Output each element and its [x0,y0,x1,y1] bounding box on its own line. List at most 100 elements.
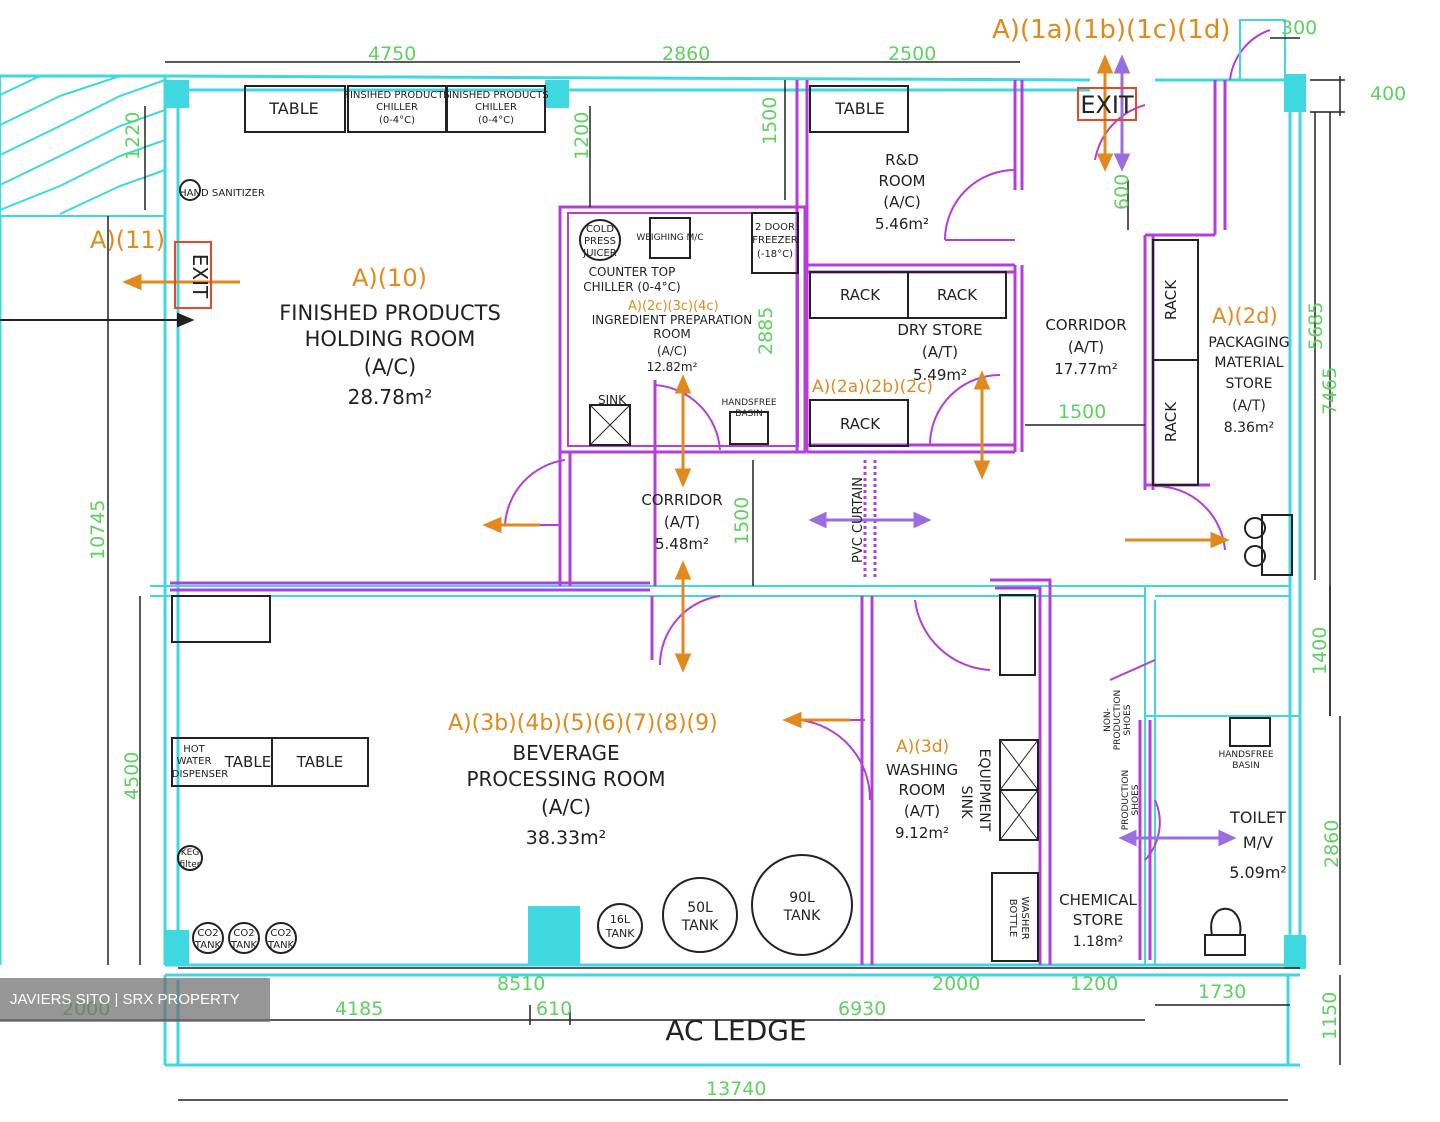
svg-text:(A/T): (A/T) [664,513,700,531]
svg-text:5.09m²: 5.09m² [1229,863,1287,882]
svg-text:TANK: TANK [605,927,636,940]
dimension-labels: 4750 2860 2500 300 400 1220 1200 1500 60… [62,17,1406,1100]
entry-arrow [0,312,195,328]
svg-text:PRESS: PRESS [584,236,616,247]
svg-text:(0-4°C): (0-4°C) [379,115,415,126]
svg-text:(A/T): (A/T) [922,343,958,361]
svg-text:5.49m²: 5.49m² [913,366,967,384]
svg-text:MATERIAL: MATERIAL [1214,355,1283,371]
ac-ledge-label: AC LEDGE [665,1014,806,1047]
arrows-purple [808,54,1237,847]
dim-1200: 1200 [571,112,593,160]
svg-text:INGREDIENT PREPARATION: INGREDIENT PREPARATION [592,313,752,327]
svg-text:BASIN: BASIN [735,409,762,419]
svg-text:PACKAGING: PACKAGING [1208,335,1289,351]
svg-text:(A/C): (A/C) [883,193,921,211]
svg-text:HOLDING ROOM: HOLDING ROOM [305,327,476,351]
table-label: TABLE [268,99,318,118]
svg-text:TANK: TANK [194,940,222,951]
svg-text:SHOES: SHOES [1131,784,1141,815]
svg-text:TANK: TANK [783,908,822,924]
svg-text:FINISHED PRODUCTS: FINISHED PRODUCTS [443,90,549,101]
svg-text:9.12m²: 9.12m² [895,824,949,842]
external-walls [0,74,1302,1067]
dim-300: 300 [1281,17,1317,39]
columns [165,74,1306,969]
svg-text:TANK: TANK [230,940,258,951]
dim-4185: 4185 [335,998,383,1020]
svg-text:KEG: KEG [181,848,200,858]
svg-text:STORE: STORE [1225,376,1272,392]
svg-text:SINK: SINK [598,393,627,407]
svg-text:(0-4°C): (0-4°C) [478,115,514,126]
svg-text:COLD: COLD [586,224,614,235]
room-corridor-right: CORRIDOR (A/T) 17.77m² [1045,316,1126,378]
pvc-curtain-label: PVC CURTAIN [851,477,866,563]
svg-text:FINISHED PRODUCTS: FINISHED PRODUCTS [279,301,501,325]
svg-text:TANK: TANK [267,940,295,951]
room-toilet: TOILET M/V 5.09m² [1229,808,1287,882]
svg-text:5.48m²: 5.48m² [655,535,709,553]
svg-text:HANDSFREE: HANDSFREE [1218,750,1273,760]
svg-text:ROOM: ROOM [899,781,946,799]
svg-text:SHOES: SHOES [1123,704,1133,735]
dim-1500-a: 1500 [759,97,781,145]
svg-text:HANDSFREE: HANDSFREE [721,398,776,408]
room-chemical: CHEMICAL STORE 1.18m² [1059,891,1137,950]
circular-fixtures [177,179,1266,956]
dim-4500: 4500 [121,752,143,800]
svg-text:EXIT: EXIT [1080,91,1134,119]
watermark: JAVIERS SITO | SRX PROPERTY [0,978,270,1022]
svg-text:filter: filter [180,860,201,870]
svg-text:CHILLER: CHILLER [376,102,418,113]
svg-text:WEIGHING M/C: WEIGHING M/C [636,233,703,243]
dim-2500: 2500 [888,43,936,65]
dim-1220: 1220 [122,112,144,160]
svg-text:(A/T): (A/T) [1068,338,1104,356]
svg-text:PRODUCTION: PRODUCTION [1121,770,1131,831]
ref-packaging: A)(2d) [1212,304,1278,328]
svg-text:CORRIDOR: CORRIDOR [1045,316,1126,334]
svg-text:EXIT: EXIT [188,254,212,299]
fixture-labels: TABLE FINSIHED PRODUCTS CHILLER (0-4°C) … [172,90,1274,1047]
room-corridor-mid: CORRIDOR (A/T) 5.48m² [641,491,722,553]
svg-text:RACK: RACK [937,286,978,304]
svg-text:TABLE: TABLE [296,753,343,771]
svg-text:DRY STORE: DRY STORE [897,321,982,339]
svg-text:CHILLER (0-4°C): CHILLER (0-4°C) [583,280,680,294]
room-dry-store: DRY STORE (A/T) 5.49m² [897,321,982,384]
svg-text:STORE: STORE [1073,911,1123,929]
dim-6930: 6930 [838,998,886,1020]
svg-text:(A/C): (A/C) [541,795,591,819]
svg-text:8.36m²: 8.36m² [1224,420,1274,436]
room-beverage: BEVERAGE PROCESSING ROOM (A/C) 38.33m² [466,741,665,849]
hand-sanitizer-label: HAND SANITIZER [179,188,265,199]
ref-ingredient: A)(2c)(3c)(4c) [628,299,719,314]
dim-1200-b: 1200 [1070,973,1118,995]
svg-text:TABLE: TABLE [224,753,271,771]
svg-text:28.78m²: 28.78m² [348,385,433,409]
svg-text:WASHER: WASHER [1019,896,1030,939]
svg-text:(A/C): (A/C) [364,355,417,379]
svg-text:CO2: CO2 [197,928,218,939]
svg-text:M/V: M/V [1243,833,1273,852]
svg-text:38.33m²: 38.33m² [526,827,607,849]
svg-text:RACK: RACK [840,286,881,304]
svg-text:SINK: SINK [958,786,974,819]
svg-text:TOILET: TOILET [1229,808,1286,827]
dim-1730: 1730 [1198,981,1246,1003]
reference-codes: A)(1a)(1b)(1c)(1d) A)(11) A)(10) A)(2c)(… [90,15,1278,757]
svg-text:FINSIHED PRODUCTS: FINSIHED PRODUCTS [344,90,450,101]
dim-600: 600 [1111,174,1133,210]
svg-text:12.82m²: 12.82m² [647,360,698,374]
svg-text:16L: 16L [610,913,631,926]
ref-beverage: A)(3b)(4b)(5)(6)(7)(8)(9) [448,711,718,736]
ref-finished: A)(10) [352,264,427,292]
svg-text:CHEMICAL: CHEMICAL [1059,891,1137,909]
ref-exit-left: A)(11) [90,226,165,254]
exit-sign-left: EXIT [174,241,212,309]
svg-text:90L: 90L [789,890,815,906]
svg-text:ROOM: ROOM [653,327,691,341]
svg-text:CO2: CO2 [233,928,254,939]
svg-text:1.18m²: 1.18m² [1073,934,1123,950]
